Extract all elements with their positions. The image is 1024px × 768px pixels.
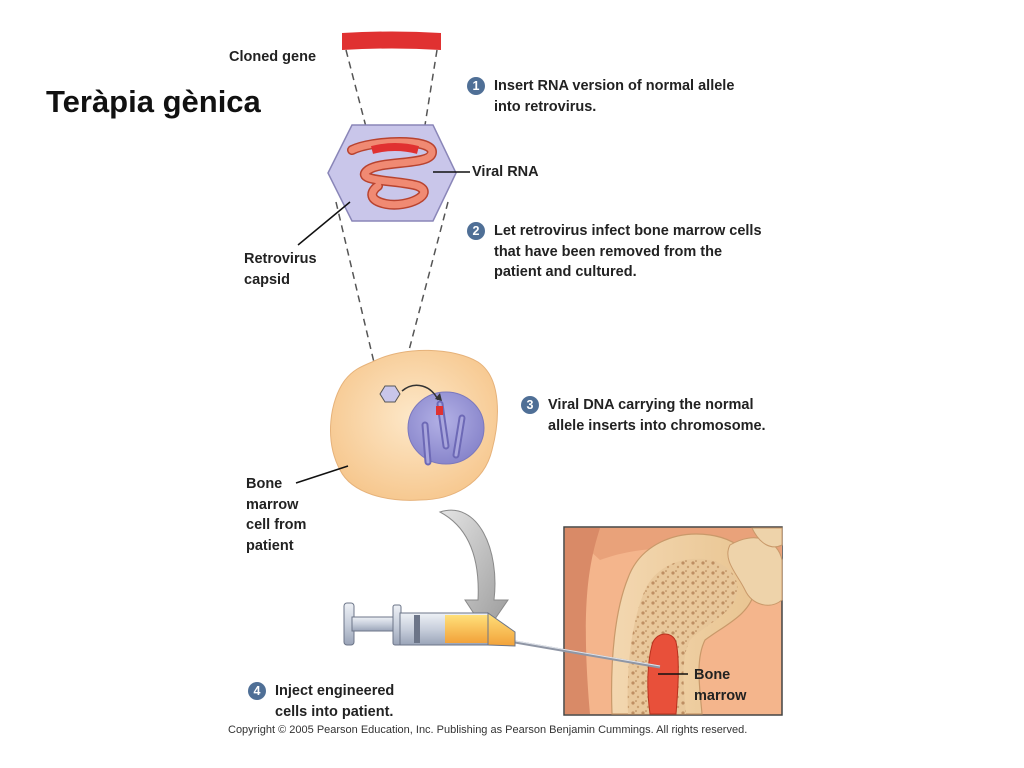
bone-marrow-label: Bone marrow — [694, 667, 747, 704]
cloned-gene — [342, 31, 441, 50]
copyright-notice: Copyright © 2005 Pearson Education, Inc.… — [228, 724, 748, 736]
viral-rna-label: Viral RNA — [472, 164, 539, 180]
small-virus — [379, 385, 401, 403]
cloned-gene-label: Cloned gene — [229, 49, 317, 65]
injection-arrow — [438, 509, 509, 633]
step-number-badge: 1 — [467, 77, 485, 95]
retrovirus-capsid-label: Retrovirus capsid — [244, 251, 317, 288]
bone-section — [563, 526, 783, 716]
step-number-badge: 2 — [467, 222, 485, 240]
step-number-badge: 4 — [248, 682, 266, 700]
inserted-viral-dna — [436, 406, 443, 415]
step-number-badge: 3 — [521, 396, 539, 414]
syringe — [343, 602, 661, 669]
bone-marrow-cell-label: Bone marrow cell from patient — [246, 476, 307, 554]
projection-lines-capsid — [335, 201, 449, 393]
page-title: Teràpia gènica — [46, 84, 261, 119]
